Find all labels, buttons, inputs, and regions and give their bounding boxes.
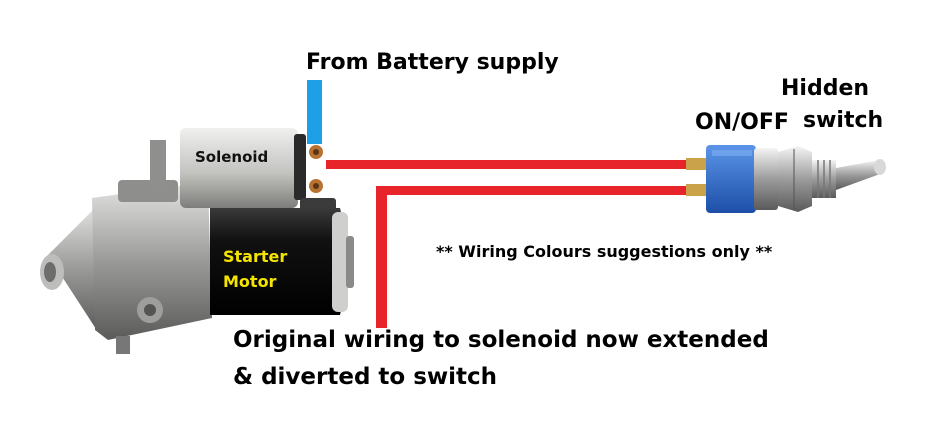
toggle-switch-icon — [686, 145, 886, 213]
original-wiring-caption-line1: Original wiring to solenoid now extended — [233, 327, 769, 353]
battery-supply-wire — [307, 80, 322, 144]
switch-label: switch — [803, 108, 884, 133]
switch-feed-wire — [326, 160, 688, 169]
original-wiring-caption-line2: & diverted to switch — [233, 364, 498, 390]
motor-label: Motor — [223, 272, 277, 291]
diverted-wire-vertical — [376, 186, 387, 328]
starter-motor-icon — [40, 128, 354, 354]
battery-supply-label: From Battery supply — [306, 50, 559, 75]
switch-wires — [326, 160, 690, 328]
on-off-label: ON/OFF — [695, 110, 789, 135]
diverted-wire-horizontal — [376, 186, 690, 195]
starter-label: Starter — [223, 247, 288, 266]
solenoid-label: Solenoid — [195, 148, 269, 166]
hidden-label: Hidden — [781, 76, 870, 101]
colours-note: ** Wiring Colours suggestions only ** — [436, 242, 773, 261]
